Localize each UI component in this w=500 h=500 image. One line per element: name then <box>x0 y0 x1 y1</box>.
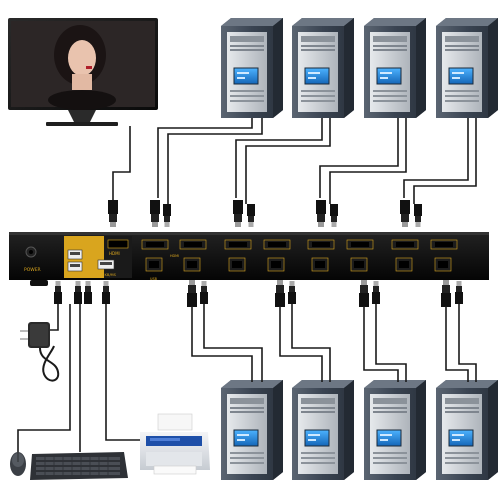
computer-2 <box>291 17 355 119</box>
power-port: POWER <box>24 246 41 273</box>
computer-1 <box>220 17 284 119</box>
usb-kbms-label: USB KB/MS <box>96 273 117 277</box>
port-hdmi-label: HDMI <box>170 254 179 258</box>
monitor <box>8 18 158 126</box>
hdmi-out-label: HDMI <box>109 251 120 256</box>
mouse <box>10 452 26 476</box>
port-usb-label: USB <box>150 277 158 281</box>
bottom-cables <box>17 304 477 452</box>
printer <box>140 413 210 475</box>
top-cables <box>112 118 477 204</box>
computer-4 <box>435 17 499 119</box>
bottom-plugs <box>54 280 463 307</box>
power-adapter <box>20 322 60 382</box>
keyboard <box>30 452 128 480</box>
computer-3 <box>363 17 427 119</box>
power-label: POWER <box>24 267 41 273</box>
kvm-switch: POWER HDMI USB KB/MS HDMI USB <box>9 232 489 286</box>
main-console-panel: HDMI USB KB/MS <box>64 236 132 278</box>
computer-7 <box>363 379 427 481</box>
computer-6 <box>291 379 355 481</box>
computer-5 <box>220 379 284 481</box>
top-plugs <box>108 200 422 227</box>
computer-8 <box>435 379 499 481</box>
